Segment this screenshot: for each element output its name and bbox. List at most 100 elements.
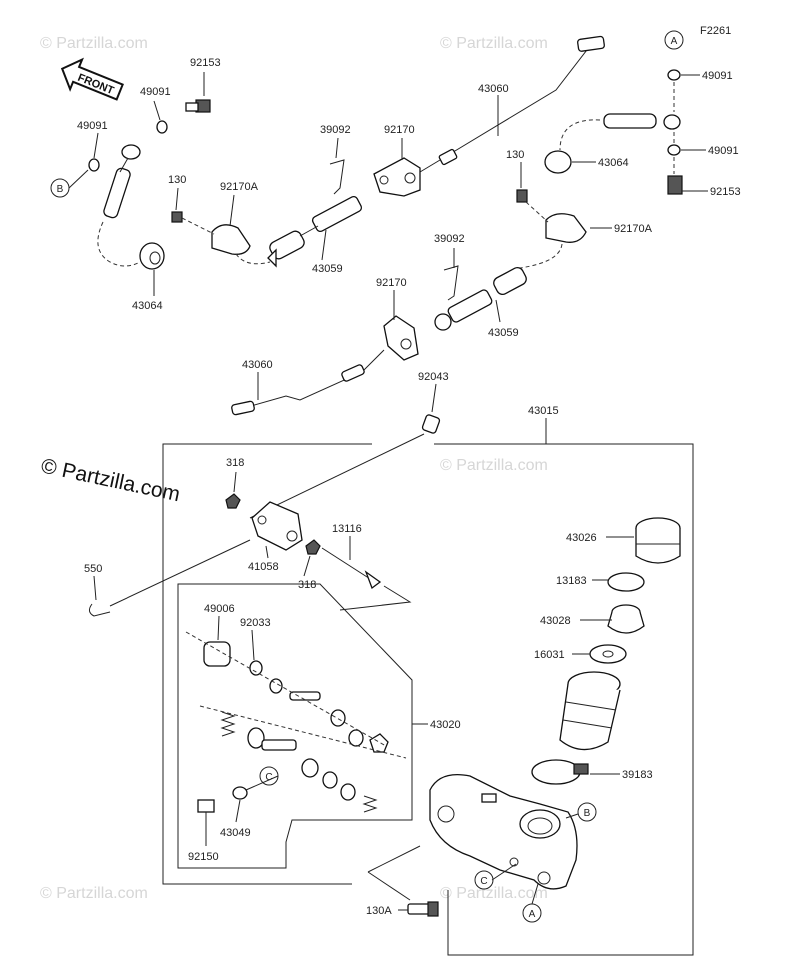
part-label: 550 xyxy=(84,563,102,575)
hose-clamp xyxy=(531,759,589,785)
hose-right-assembly xyxy=(516,69,683,269)
pin xyxy=(421,414,441,434)
bracket-lower xyxy=(383,315,419,361)
ref-marker-a: A xyxy=(664,30,684,50)
part-label: 318 xyxy=(226,457,244,469)
reservoir-tank xyxy=(559,671,621,751)
bolt xyxy=(171,211,183,223)
hose-left-assembly xyxy=(88,99,271,270)
svg-text:A: A xyxy=(529,909,536,920)
part-label: 43059 xyxy=(312,263,343,275)
washer xyxy=(156,120,168,134)
svg-text:B: B xyxy=(57,184,64,195)
washer xyxy=(667,69,681,81)
part-label: 92033 xyxy=(240,617,271,629)
part-label: 49091 xyxy=(702,70,733,82)
part-label: 92170 xyxy=(376,277,407,289)
ref-marker-b: B xyxy=(50,178,70,198)
piston-kit xyxy=(185,631,407,813)
part-label: 43026 xyxy=(566,532,597,544)
spring xyxy=(220,711,236,737)
svg-text:B: B xyxy=(584,808,591,819)
svg-text:C: C xyxy=(265,772,272,783)
figure-code: F2261 xyxy=(700,25,731,37)
cable-end xyxy=(438,148,458,166)
hose-fitting xyxy=(103,167,131,219)
bolt xyxy=(516,189,528,203)
part-label: 39092 xyxy=(434,233,465,245)
nut xyxy=(225,493,241,509)
part-label: 39183 xyxy=(622,769,653,781)
banjo-bolt xyxy=(667,175,683,195)
washer xyxy=(667,144,681,156)
clamp xyxy=(545,213,587,243)
ref-marker-a: A xyxy=(522,903,542,923)
kit-frame xyxy=(177,583,413,869)
spring xyxy=(362,795,378,813)
part-label: 49091 xyxy=(140,86,171,98)
part-label: 39092 xyxy=(320,124,351,136)
dust-boot xyxy=(203,641,231,667)
ref-marker-c: C xyxy=(474,870,494,890)
assembly-frame-left xyxy=(162,443,372,885)
watermark: © Partzilla.com xyxy=(440,885,548,902)
part-label: 16031 xyxy=(534,649,565,661)
adjuster-lower xyxy=(434,267,527,331)
part-label: 92043 xyxy=(418,371,449,383)
part-label: 43059 xyxy=(488,327,519,339)
cotter-pin xyxy=(88,539,251,617)
part-label: 49006 xyxy=(204,603,235,615)
part-label: 92170A xyxy=(614,223,653,235)
push-rod xyxy=(321,547,412,611)
washer xyxy=(232,786,248,800)
cap-plate xyxy=(607,572,645,592)
part-label: 43060 xyxy=(478,83,509,95)
assembly-frame-right xyxy=(434,443,694,956)
cable-end xyxy=(577,35,605,52)
part-label: 130 xyxy=(168,174,186,186)
hose-fitting xyxy=(603,113,657,129)
master-cylinder-body xyxy=(429,773,578,890)
leader-lines xyxy=(68,72,708,911)
part-label: 318 xyxy=(298,579,316,591)
copyright-text: © Partzilla.com xyxy=(39,454,182,506)
part-label: 92153 xyxy=(190,57,221,69)
part-label: 43060 xyxy=(242,359,273,371)
part-label: 43064 xyxy=(598,157,629,169)
svg-text:A: A xyxy=(671,36,678,47)
part-labels: 92153 49091 49091 130 92170A 43064 39092… xyxy=(77,57,741,917)
front-arrow-icon: FRONT xyxy=(60,57,124,101)
banjo-fitting xyxy=(663,114,681,130)
part-label: 13116 xyxy=(332,523,362,535)
cable-lower xyxy=(231,349,385,416)
part-label: 130A xyxy=(366,905,392,917)
part-label: 43049 xyxy=(220,827,251,839)
diaphragm xyxy=(607,604,645,634)
part-label: 92150 xyxy=(188,851,219,863)
adjuster-upper xyxy=(267,195,363,268)
svg-text:C: C xyxy=(480,876,487,887)
part-label: 43020 xyxy=(430,719,461,731)
banjo-bolt-shank xyxy=(185,102,199,112)
watermark: © Partzilla.com xyxy=(440,35,548,52)
snap-ring xyxy=(249,660,263,676)
bolt xyxy=(197,799,215,813)
banjo-fitting xyxy=(121,144,141,160)
part-label: 43028 xyxy=(540,615,571,627)
part-label: 92153 xyxy=(710,186,741,198)
clip xyxy=(443,265,459,301)
part-label: 49091 xyxy=(708,145,739,157)
part-label: 41058 xyxy=(248,561,279,573)
part-label: 13183 xyxy=(556,575,587,587)
reservoir-cap xyxy=(635,517,681,564)
watermark: © Partzilla.com xyxy=(40,35,148,52)
watermark-layer: © Partzilla.com © Partzilla.com © Partzi… xyxy=(40,35,548,902)
watermark: © Partzilla.com xyxy=(440,457,548,474)
cable-upper xyxy=(419,35,605,173)
part-label: 43064 xyxy=(132,300,163,312)
grommet xyxy=(544,150,572,174)
nut xyxy=(305,539,321,555)
part-label: 130 xyxy=(506,149,524,161)
part-label: 49091 xyxy=(77,120,108,132)
